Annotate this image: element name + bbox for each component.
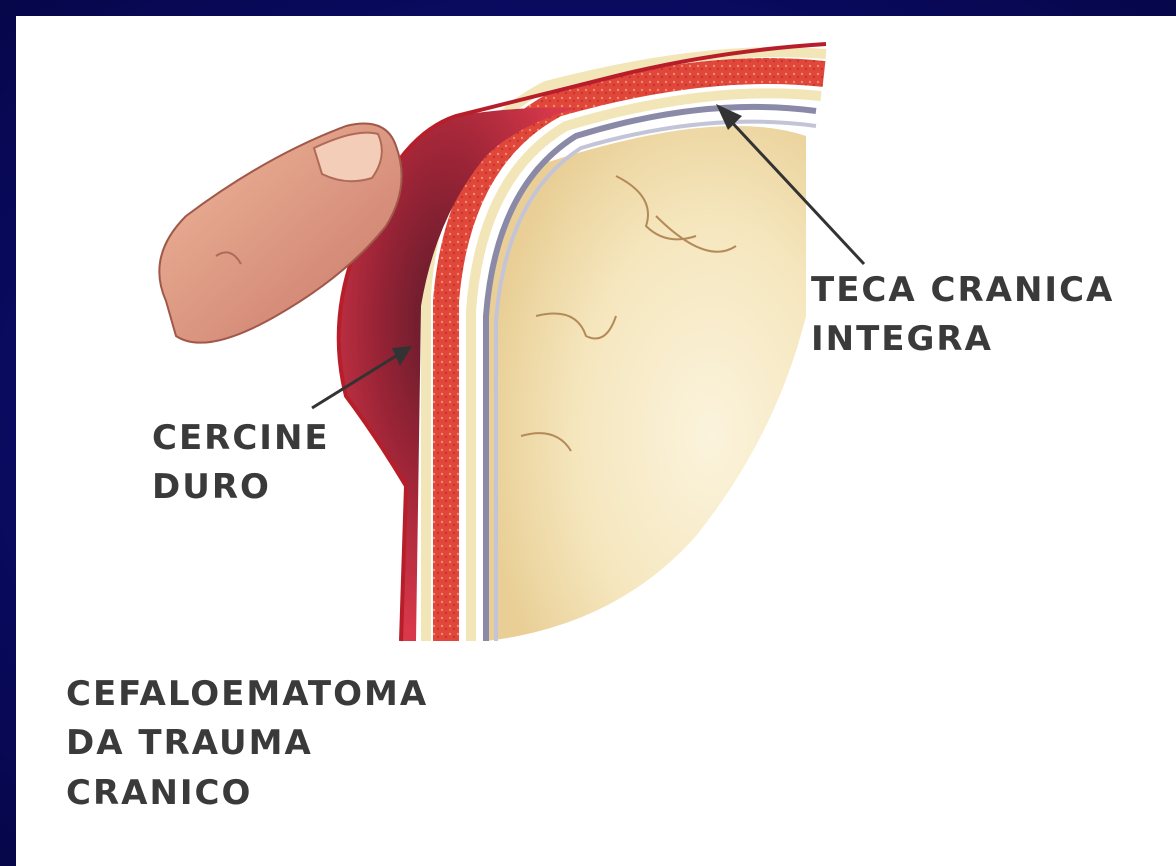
label-teca-line1: TECA CRANICA xyxy=(811,266,1114,315)
label-cercine-line2: DURO xyxy=(152,463,330,512)
title-line1: CEFALOEMATOMA xyxy=(66,670,428,719)
diagram-title: CEFALOEMATOMA DA TRAUMA CRANICO xyxy=(66,670,428,818)
label-cercine-duro: CERCINE DURO xyxy=(152,414,330,513)
title-line3: CRANICO xyxy=(66,769,428,818)
title-line2: DA TRAUMA xyxy=(66,719,428,768)
label-teca-line2: INTEGRA xyxy=(811,315,1114,364)
figure-panel: TECA CRANICA INTEGRA CERCINE DURO CEFALO… xyxy=(16,16,1176,866)
label-teca-cranica: TECA CRANICA INTEGRA xyxy=(811,266,1114,365)
label-cercine-line1: CERCINE xyxy=(152,414,330,463)
